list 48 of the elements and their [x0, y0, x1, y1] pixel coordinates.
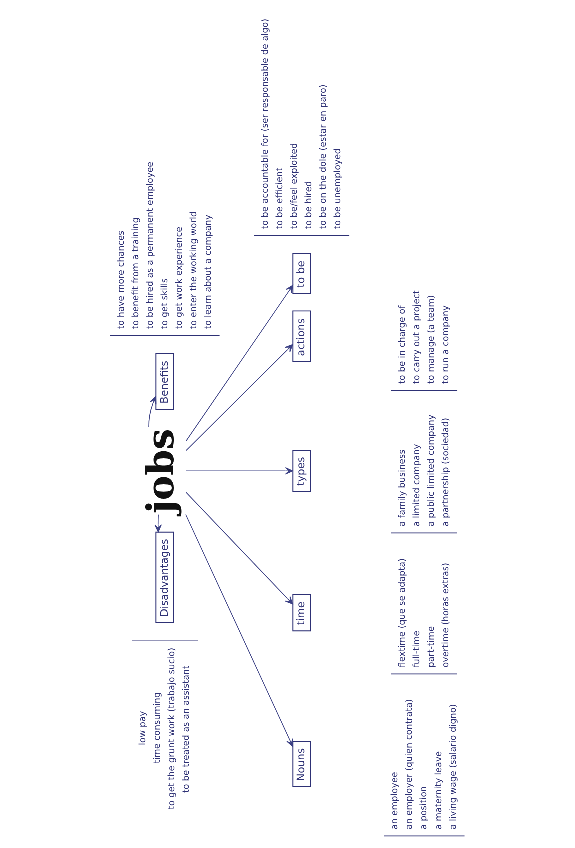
arrow [186, 492, 294, 605]
node-label: an employee [390, 772, 401, 830]
arrow [186, 285, 294, 442]
node-label: time consuming [153, 692, 164, 764]
arrow [186, 344, 294, 452]
node-label: a family business [398, 450, 408, 527]
node-label: to be/feel exploited [290, 143, 300, 230]
node-label: a living wage (salario digno) [448, 704, 459, 830]
node-label: to be hired as a permanent employee [146, 162, 156, 330]
node-label: an employer (quien contrata) [405, 699, 416, 830]
node-box: Disadvantages [156, 532, 174, 624]
node-box: Benefits [156, 353, 174, 410]
node-box: to be [292, 254, 312, 294]
node-label: to get skills [160, 278, 170, 330]
node-label: a public limited company [426, 414, 437, 527]
arrow [148, 396, 157, 428]
node-label: to learn about a company [204, 214, 214, 330]
node-label: to run a company [442, 306, 452, 384]
node-label: to have more chances [116, 230, 127, 330]
arrow [154, 514, 162, 533]
node-label: to carry out a project [412, 290, 422, 384]
node-label: to be hired [304, 181, 315, 230]
node-label: to be in charge of [398, 306, 408, 384]
node-label: a position [420, 786, 430, 830]
node-label: to be efficient [276, 168, 286, 230]
node-label: a partnership (sociedad) [442, 418, 452, 527]
node-label: to manage (a team) [426, 295, 437, 384]
node-label: to get work experience [174, 226, 185, 330]
node-label: a maternity leave [434, 751, 444, 830]
node-label: part-time [426, 626, 437, 668]
node-label: to be on the dole (estar en paro) [319, 84, 330, 230]
arrow [186, 514, 294, 748]
node-box: types [292, 450, 312, 492]
node-label: a limited company [412, 444, 422, 527]
node-label: overtime (horas extras) [442, 563, 452, 668]
node-label: low pay [138, 711, 149, 746]
node-label: full-time [412, 630, 422, 668]
node-box: time [292, 594, 312, 632]
arrow [186, 467, 294, 475]
node-label: to get the grunt work (trabajo sucio) [168, 648, 178, 810]
node-label: to be treated as an assistant [182, 666, 192, 794]
node-box: actions [292, 310, 312, 362]
node-label: to enter the working world [189, 211, 200, 330]
node-box: Nouns [292, 741, 312, 788]
node-label: flextime (que se adapta) [398, 558, 408, 668]
node-label: to be unemployed [334, 148, 344, 230]
node-label: to be accountable for (ser responsable de algo) [261, 18, 271, 230]
node-label: to benefit from a training [131, 218, 142, 330]
